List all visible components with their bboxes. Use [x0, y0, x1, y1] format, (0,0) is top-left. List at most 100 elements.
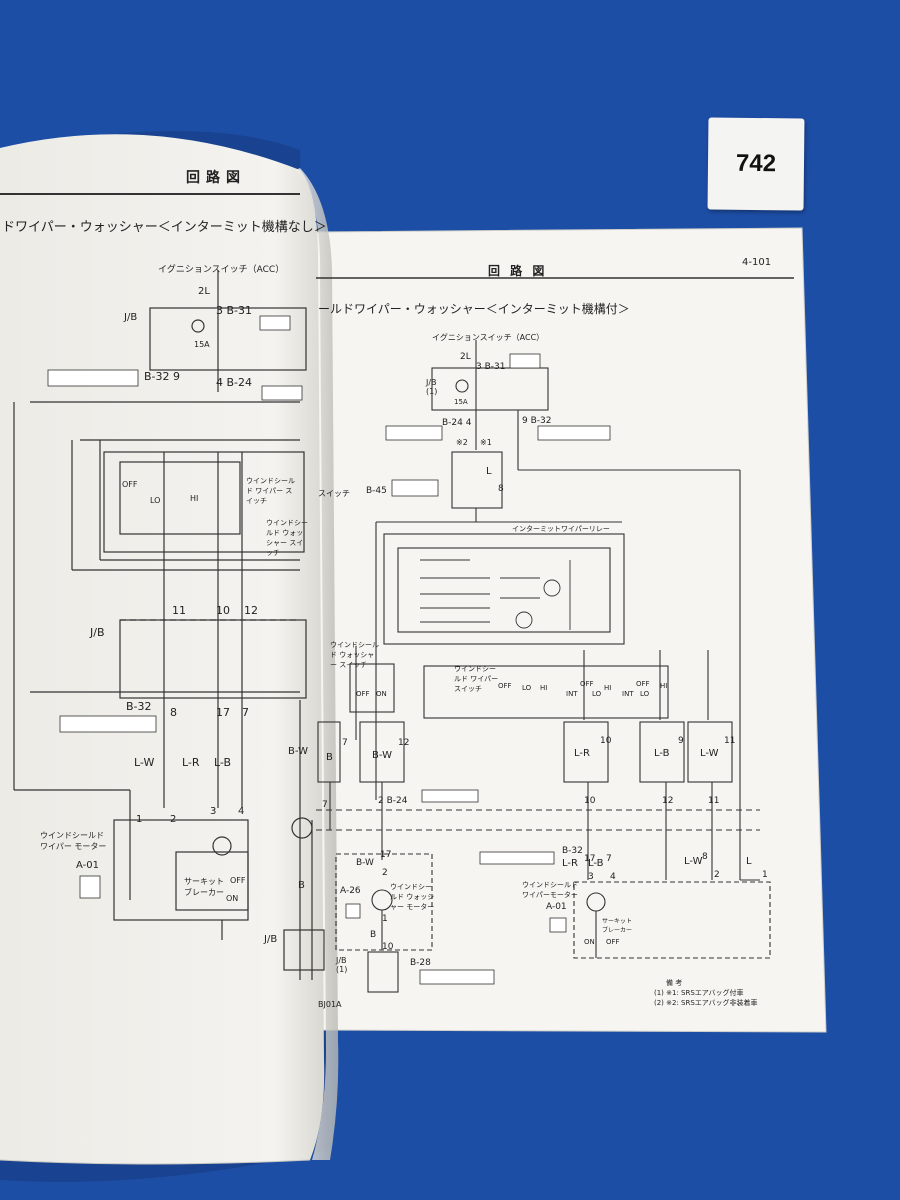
left-header: 回路図 [186, 170, 246, 186]
left-title: ドワイパー・ウォッシャー＜インターミット機構なし＞ [2, 220, 327, 235]
right-washer-off: OFF [356, 690, 370, 698]
right-sw-lo-1: LO [522, 684, 532, 692]
number-sticker: 742 [707, 117, 805, 211]
right-mark-1: ※1 [480, 438, 492, 447]
left-jb: J/B [124, 312, 138, 323]
right-motor-pin-4: 4 [610, 872, 616, 882]
right-wire-lower-l: L [746, 856, 752, 867]
right-pin-lower-11: 11 [708, 796, 720, 806]
right-wire-lower-lr: L-R [562, 858, 578, 869]
right-note-2: (2) ※2: SRSエアバッグ非装着車 [654, 999, 758, 1007]
right-pin-mid-11: 11 [724, 736, 736, 746]
right-ignition: イグニションスイッチ（ACC） [432, 333, 545, 342]
left-switch-name: ウインドシールド ワイパー スイッチ [246, 477, 295, 505]
right-conn-b24-b: 2 B-24 [378, 796, 408, 806]
right-notes-title: 備 考 [666, 979, 683, 987]
right-sw-off-3: OFF [636, 680, 650, 688]
right-pin-lower-10: 10 [584, 796, 596, 806]
right-breaker-on: ON [584, 938, 595, 946]
right-wiper-conn: A-01 [546, 902, 567, 912]
left-conn-b24: 4 B-24 [216, 376, 253, 389]
right-washer-on: ON [376, 690, 387, 698]
right-wire-2l: 2L [460, 352, 471, 362]
left-page [0, 134, 325, 1164]
left-conn-b32-top: B-32 9 [144, 370, 181, 383]
right-conn-b45: B-45 [366, 486, 387, 496]
right-b32-pin-7: 7 [606, 854, 612, 864]
right-jb2: J/B (1) [336, 956, 348, 974]
left-pin-17: 17 [216, 706, 230, 719]
right-motor-pin-1: 1 [762, 870, 768, 880]
right-sw-int-1: INT [566, 690, 578, 698]
right-pin-lower-7: 7 [322, 800, 328, 810]
left-pin-8: 8 [170, 706, 177, 719]
right-pin-mid-12: 12 [398, 738, 410, 748]
left-motor-pin-4: 4 [238, 806, 245, 817]
right-washer-pin-1: 1 [382, 914, 388, 924]
left-pin-12: 12 [244, 604, 258, 617]
right-note-1: (1) ※1: SRSエアバッグ付車 [654, 989, 744, 997]
right-b32-pin-8: 8 [702, 852, 708, 862]
left-switch-hi: HI [190, 494, 199, 503]
left-wire-b: B [298, 880, 305, 891]
right-conn-b32-top: 9 B-32 [522, 416, 552, 426]
left-wire-lr: L-R [182, 756, 200, 769]
right-breaker: サーキット ブレーカー [602, 918, 633, 934]
left-switch-label: スイッチ [318, 489, 350, 498]
right-title: ールドワイパー・ウォッシャー＜インターミット機構付＞ [318, 302, 630, 316]
right-sw-int-2: INT [622, 690, 634, 698]
right-sw-off-2: OFF [580, 680, 594, 688]
right-mark-2: ※2 [456, 438, 468, 447]
right-sw-lo-2: LO [592, 690, 602, 698]
right-wiper-motor: ウインドシールド ワイパーモーター [522, 881, 578, 899]
left-ignition: イグニションスイッチ（ACC） [158, 265, 285, 275]
right-pin-8: 8 [498, 484, 504, 494]
right-sw-hi-3: HI [660, 682, 668, 690]
right-washer-pin-17: 17 [380, 850, 392, 860]
right-wire-bw: B-W [372, 750, 392, 761]
right-b32-pin-17: 17 [584, 854, 596, 864]
right-sw-lo-3: LO [640, 690, 650, 698]
left-motor-pin-3: 3 [210, 806, 217, 817]
right-pin-mid-10: 10 [600, 736, 612, 746]
right-washer-switch: ウインドシールド ウォッシャー スイッチ [330, 641, 379, 669]
right-conn-b31: 3 B-31 [476, 362, 506, 372]
left-breaker-on: ON [226, 894, 239, 903]
right-jb: J/B (1) [426, 378, 438, 396]
left-jb3: J/B [264, 934, 278, 945]
left-breaker-off: OFF [230, 876, 246, 885]
right-sw-hi-2: HI [604, 684, 612, 692]
left-fuse: 15A [194, 340, 210, 349]
left-wire-bw: B-W [288, 746, 308, 757]
right-header: 回 路 図 [488, 264, 548, 278]
right-washer-motor: ウインドシールド ウォッシャー モーター [390, 883, 435, 911]
right-relay: インターミットワイパーリレー [512, 525, 610, 533]
right-page-number: 4-101 [742, 257, 772, 268]
right-wire-lower-lb: L-B [588, 858, 604, 869]
left-wire-lb: L-B [214, 756, 232, 769]
right-motor-pin-3: 3 [588, 872, 594, 882]
left-motor-conn: A-01 [76, 860, 99, 871]
right-motor-pin-2: 2 [714, 870, 720, 880]
right-wiper-switch: ウインドシールド ワイパー スイッチ [454, 665, 499, 693]
right-wire-b-lower: B [370, 930, 377, 940]
right-conn-b32: B-32 [562, 846, 583, 856]
right-sw-off-1: OFF [498, 682, 512, 690]
right-wire-lw: L-W [700, 748, 719, 759]
right-washer-pin-2: 2 [382, 868, 388, 878]
left-pin-7: 7 [242, 706, 249, 719]
left-conn-b31: 3 B-31 [216, 304, 253, 317]
left-pin-11: 11 [172, 604, 186, 617]
right-washer-wire: B-W [356, 858, 374, 868]
right-wire-lower-lw: L-W [684, 856, 703, 867]
left-motor-name: ウインドシールド ワイパー モーター [40, 831, 107, 851]
left-pin-10: 10 [216, 604, 230, 617]
left-washer-switch: ウインドシールド ウォッシャー スイッチ [266, 519, 308, 557]
left-conn-b32-bottom: B-32 [126, 700, 152, 713]
left-wire-2l: 2L [198, 286, 210, 297]
right-pin-mid-7: 7 [342, 738, 348, 748]
left-jb2: J/B [90, 626, 105, 639]
right-breaker-off: OFF [606, 938, 620, 946]
right-code: BJ01A [318, 1000, 342, 1009]
left-motor-pin-1: 1 [136, 814, 143, 825]
